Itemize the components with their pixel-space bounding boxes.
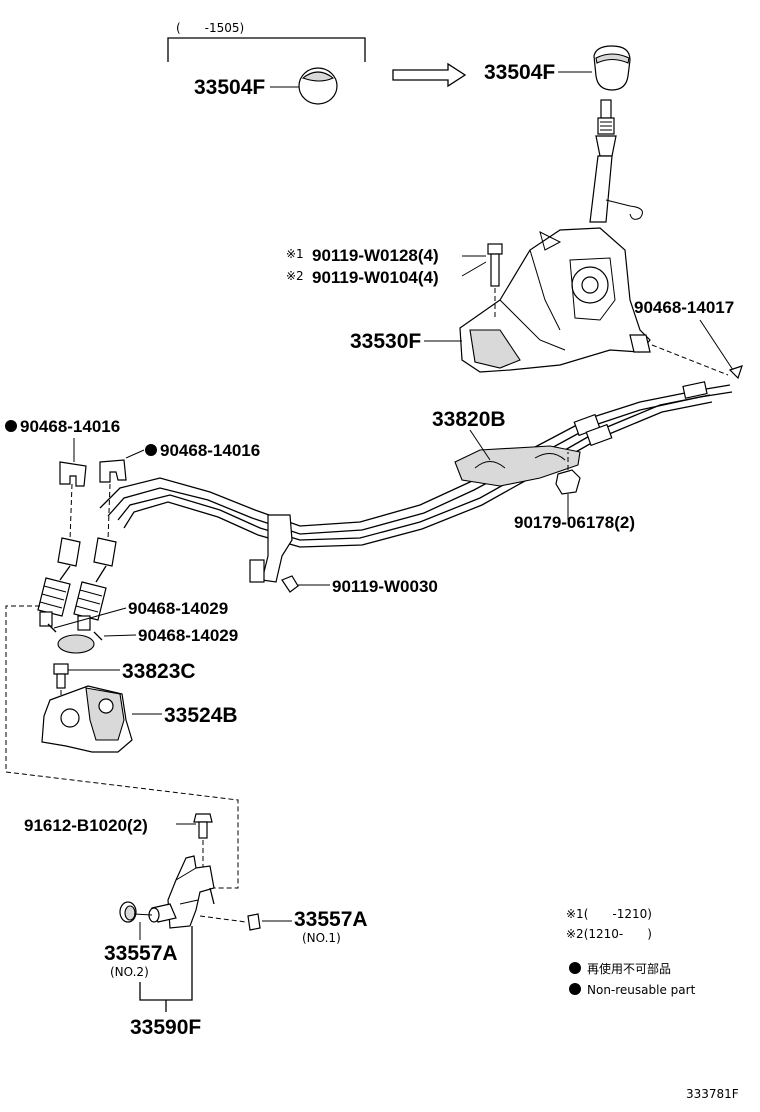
clip-right-label[interactable]: 90468-14017 bbox=[634, 298, 734, 317]
pin-icon bbox=[93, 631, 103, 641]
nut-icon bbox=[555, 469, 581, 495]
bushing-no1-icon bbox=[247, 913, 261, 931]
lever-sub-assy-group[interactable]: 33590F bbox=[130, 926, 201, 1039]
diagram-id: 333781F bbox=[686, 1087, 739, 1101]
clip-d-group[interactable]: 90468-14029 bbox=[57, 626, 238, 654]
non-reusable-dot-icon bbox=[569, 962, 581, 974]
clip-c-group[interactable]: 90468-14029 bbox=[47, 599, 228, 633]
clip-right-group[interactable]: 90468-14017 bbox=[634, 298, 743, 380]
bolt-n2-mark: ※2 bbox=[286, 269, 304, 283]
note-n1: ※1( -1210) bbox=[566, 907, 652, 921]
knob-old-label[interactable]: 33504F bbox=[194, 76, 265, 99]
bushing-no1-group[interactable]: 33557A (NO.1) bbox=[199, 908, 368, 945]
bushing-no1-label[interactable]: 33557A bbox=[294, 908, 368, 931]
pin-icon bbox=[47, 623, 57, 633]
clip-d-label[interactable]: 90468-14029 bbox=[138, 626, 238, 645]
lever-sub-assy-label[interactable]: 33590F bbox=[130, 1016, 201, 1039]
bolt-n1-label[interactable]: 90119-W0128(4) bbox=[312, 246, 439, 265]
clip-left-a-group[interactable]: 90468-14016 bbox=[5, 417, 120, 487]
cable-assy-icon bbox=[37, 381, 733, 631]
shift-lever-rod-icon bbox=[589, 99, 643, 223]
bracket-group[interactable]: 33524B bbox=[41, 685, 238, 753]
non-reusable-dot-icon bbox=[569, 983, 581, 995]
cable-assy-label[interactable]: 33820B bbox=[432, 408, 506, 431]
range-bracket-label: ( -1505) bbox=[176, 21, 244, 35]
clip-c-label[interactable]: 90468-14029 bbox=[128, 599, 228, 618]
knob-new-label[interactable]: 33504F bbox=[484, 61, 555, 84]
bolt-n1-mark: ※1 bbox=[286, 247, 304, 261]
retainer-group[interactable]: 33823C bbox=[53, 660, 196, 705]
bushing-no2-group[interactable]: 33557A (NO.2) bbox=[104, 901, 178, 979]
bushing-no2-label[interactable]: 33557A bbox=[104, 942, 178, 965]
shift-lever-assy-group[interactable]: 33530F bbox=[350, 330, 462, 353]
knob-old-group[interactable]: 33504F bbox=[194, 67, 338, 105]
notes-group: ※1( -1210) ※2(1210- ) 再使用不可部品 Non-reusab… bbox=[566, 907, 696, 997]
lever-sub-assy-icon bbox=[148, 855, 215, 929]
bolt-head-icon bbox=[487, 243, 503, 255]
washer-icon bbox=[57, 634, 95, 654]
legend-jp: 再使用不可部品 bbox=[587, 961, 671, 976]
bracket-label[interactable]: 33524B bbox=[164, 704, 238, 727]
clip-left-a-label[interactable]: 90468-14016 bbox=[20, 417, 120, 436]
bolt-bracket-icon bbox=[193, 813, 213, 823]
clip-right-icon bbox=[728, 365, 743, 380]
bolt-n2-label[interactable]: 90119-W0104(4) bbox=[312, 268, 439, 287]
shift-lever-housing-icon bbox=[459, 227, 651, 373]
non-reusable-dot-icon bbox=[5, 420, 17, 432]
retainer-label[interactable]: 33823C bbox=[122, 660, 196, 683]
cable-assy-group[interactable]: 33820B bbox=[432, 408, 506, 461]
bolt-set-group[interactable]: ※1 90119-W0128(4) ※2 90119-W0104(4) bbox=[286, 243, 503, 318]
update-arrow-icon bbox=[392, 62, 467, 88]
bushing-no2-sub: (NO.2) bbox=[110, 965, 149, 979]
clip-left-a-icon bbox=[59, 461, 87, 487]
retainer-bolt-icon bbox=[53, 663, 69, 675]
nut-group[interactable]: 90179-06178(2) bbox=[514, 452, 635, 532]
clip-left-b-group[interactable]: 90468-14016 bbox=[99, 441, 260, 483]
note-n2: ※2(1210- ) bbox=[566, 927, 652, 941]
shift-knob-new-icon bbox=[593, 45, 631, 91]
bushing-no1-sub: (NO.1) bbox=[302, 931, 341, 945]
clip-left-b-label[interactable]: 90468-14016 bbox=[160, 441, 260, 460]
bolt-cable-icon bbox=[281, 575, 299, 593]
range-bracket-group: ( -1505) bbox=[167, 21, 366, 62]
legend-en: Non-reusable part bbox=[587, 983, 696, 997]
reference-dashes bbox=[5, 605, 239, 889]
clip-left-b-icon bbox=[99, 459, 127, 483]
bolt-bracket-label[interactable]: 91612-B1020(2) bbox=[24, 816, 148, 835]
shift-lever-assy-label[interactable]: 33530F bbox=[350, 330, 421, 353]
bolt-cable-group[interactable]: 90119-W0030 bbox=[281, 575, 438, 596]
non-reusable-dot-icon bbox=[145, 444, 157, 456]
bolt-bracket-group[interactable]: 91612-B1020(2) bbox=[24, 813, 213, 868]
nut-label[interactable]: 90179-06178(2) bbox=[514, 513, 635, 532]
bolt-cable-label[interactable]: 90119-W0030 bbox=[332, 577, 438, 596]
knob-new-group[interactable]: 33504F bbox=[484, 45, 631, 91]
